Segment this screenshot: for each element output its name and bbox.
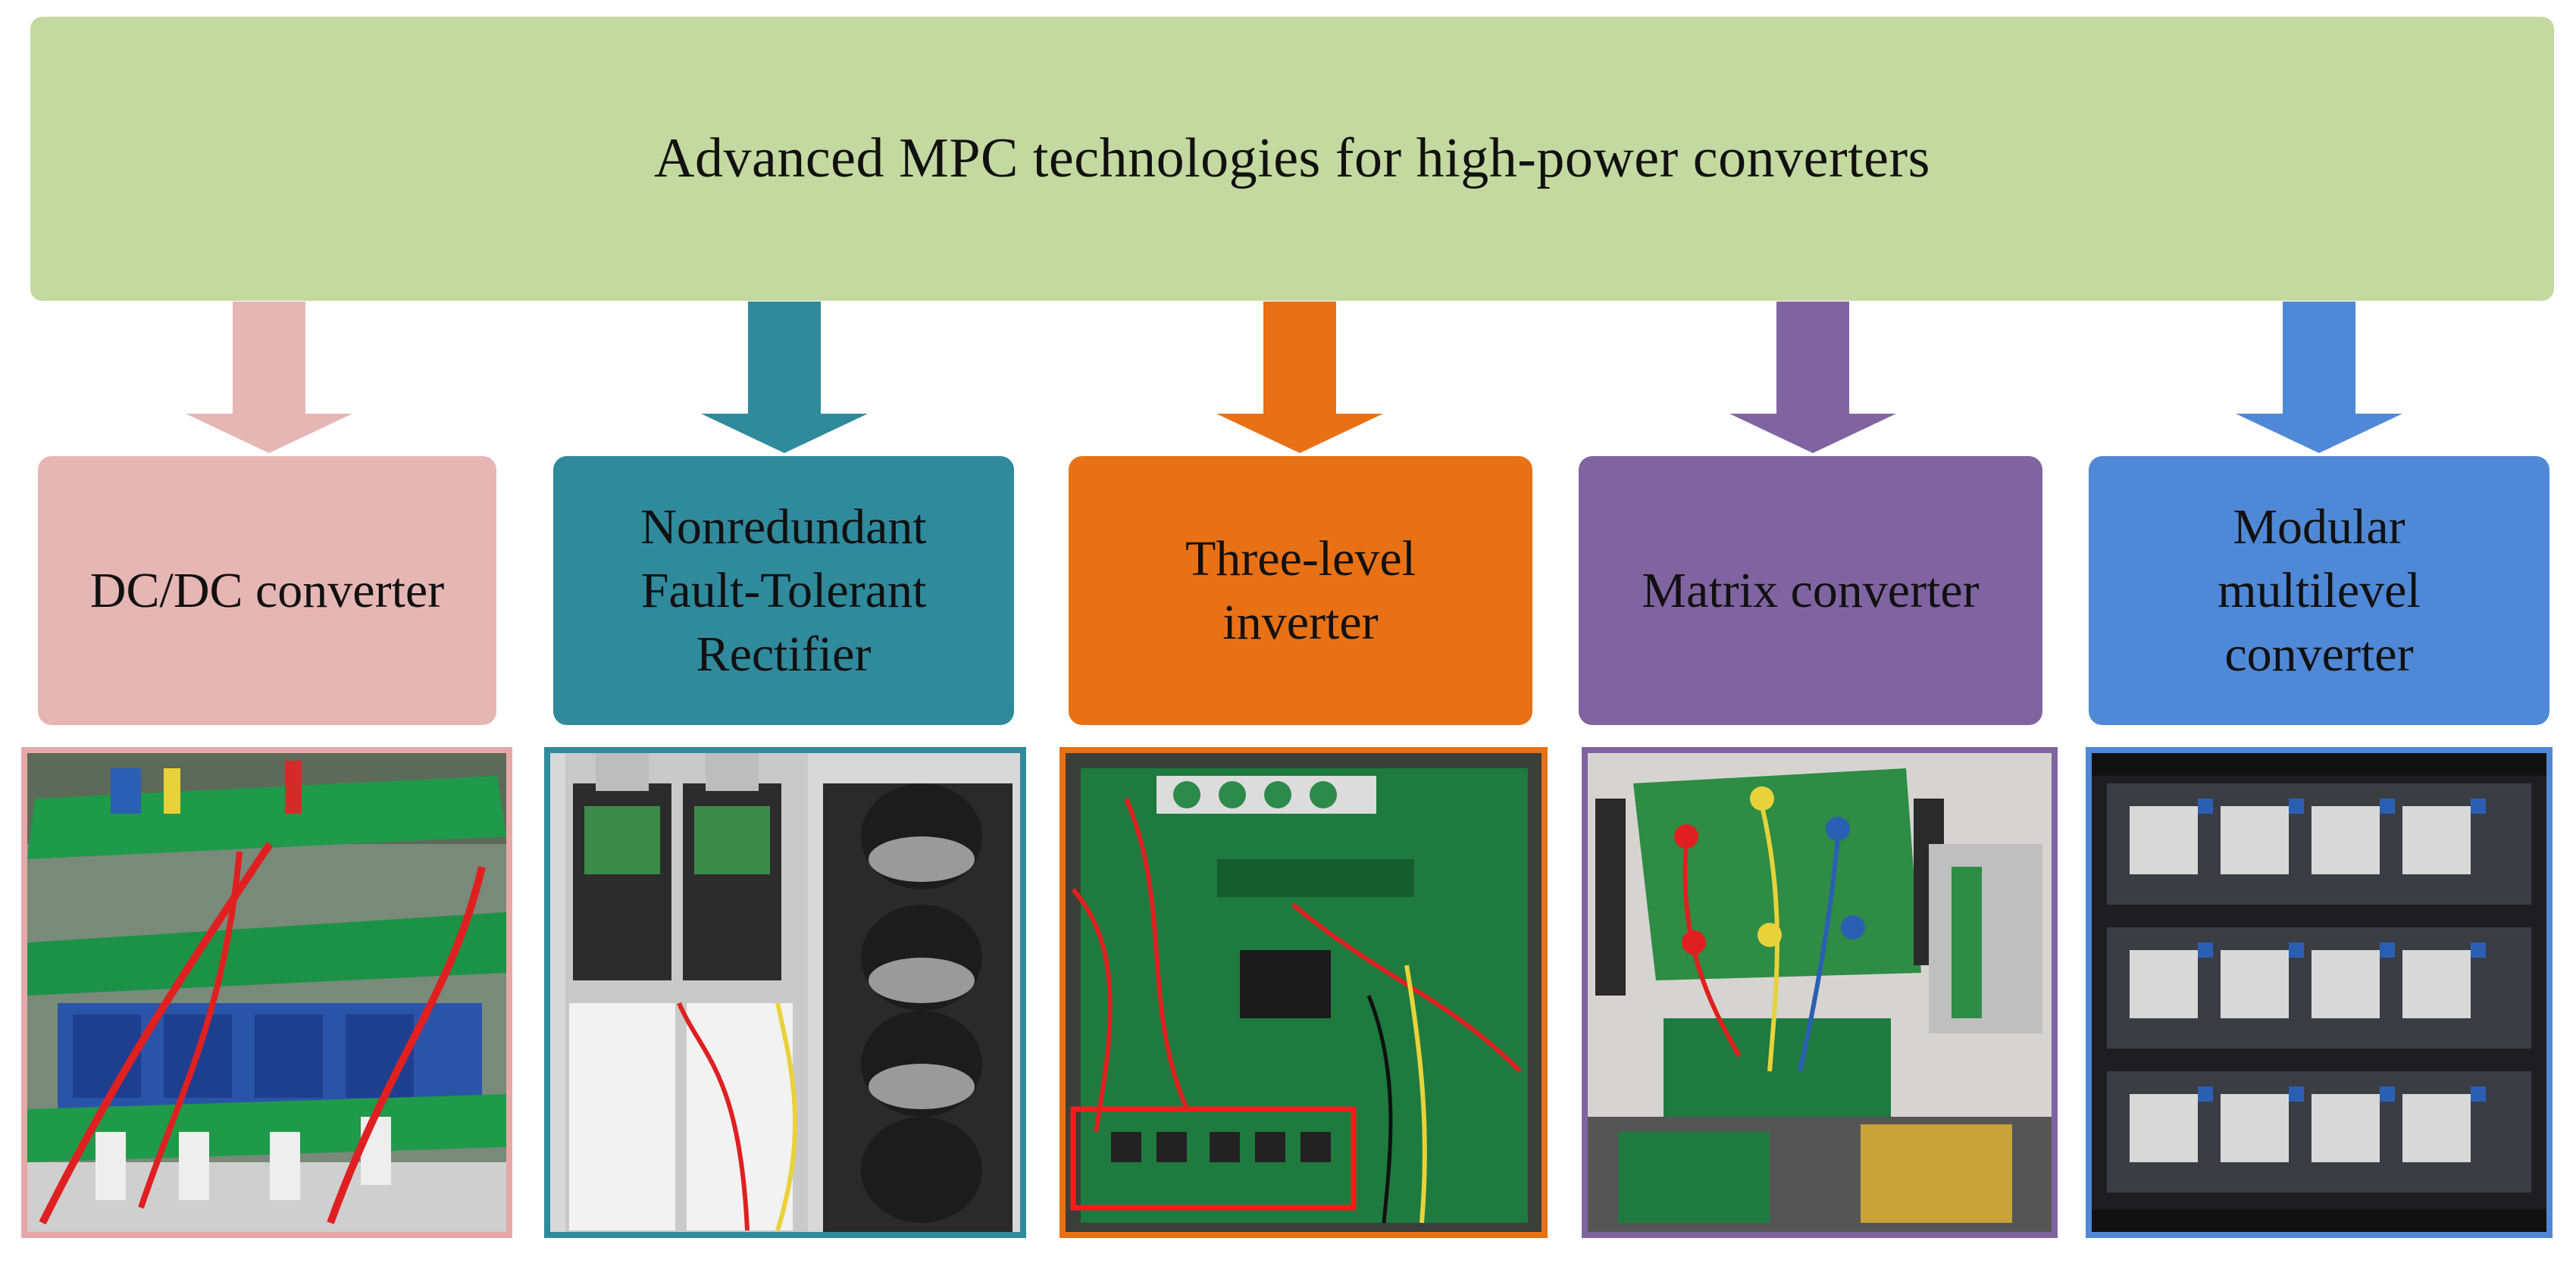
label-box-mmc: Modular multilevel converter	[2089, 456, 2549, 725]
arrow-tli	[1216, 302, 1383, 453]
photo-dcdc	[21, 747, 512, 1238]
label-box-nfr: Nonredundant Fault-Tolerant Rectifier	[553, 456, 1014, 725]
label-box-tli: Three-level inverter	[1069, 456, 1532, 725]
photo-nfr	[544, 747, 1026, 1238]
photo-mc	[1582, 747, 2058, 1238]
label-mc: Matrix converter	[1642, 562, 1980, 618]
photo-tli	[1060, 747, 1548, 1238]
banner-title: Advanced MPC technologies for high-power…	[654, 127, 1930, 189]
arrow-nfr	[701, 302, 868, 453]
label-box-dcdc: DC/DC converter	[38, 456, 496, 725]
arrow-mc	[1729, 302, 1896, 453]
label-box-mc: Matrix converter	[1579, 456, 2042, 725]
photo-mmc	[2086, 747, 2553, 1238]
arrow-dcdc	[186, 302, 352, 453]
label-tli: Three-level inverter	[1185, 530, 1416, 650]
label-dcdc: DC/DC converter	[89, 562, 445, 618]
label-mmc: Modular multilevel converter	[2218, 499, 2421, 682]
arrow-mmc	[2236, 302, 2402, 453]
title-banner: Advanced MPC technologies for high-power…	[30, 17, 2554, 301]
label-nfr: Nonredundant Fault-Tolerant Rectifier	[640, 499, 927, 682]
